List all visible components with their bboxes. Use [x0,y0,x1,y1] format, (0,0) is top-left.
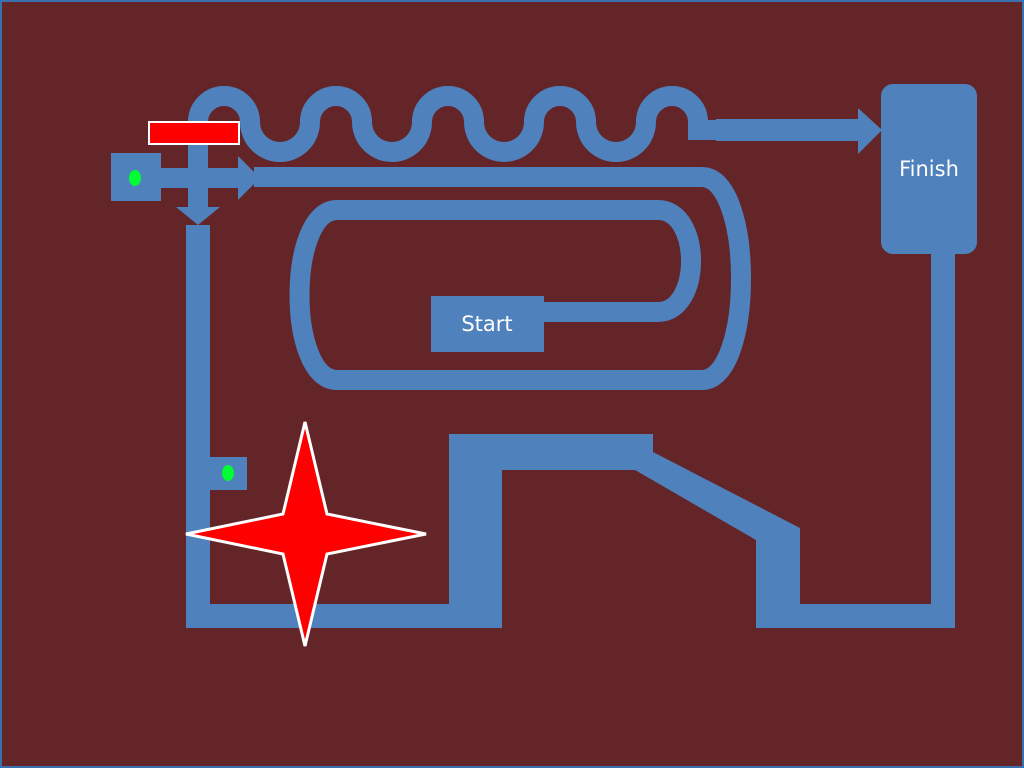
start-box[interactable] [431,296,544,352]
maze-track[interactable] [111,84,977,628]
ramp-track[interactable] [449,434,800,628]
barrier-icon[interactable] [148,121,240,145]
finish-box[interactable] [881,84,977,254]
start-label: Start [461,312,512,336]
serpentine-track[interactable] [188,86,722,162]
right-arrow-icon [157,156,260,200]
down-arrow-icon [176,142,220,225]
inner-loop-track[interactable] [254,167,751,390]
checkpoint-icon[interactable] [222,465,234,481]
finish-label: Finish [899,157,959,181]
finish-arrow-icon [716,108,882,154]
hazard-star-icon[interactable] [185,421,427,647]
right-corridor-track[interactable] [778,247,955,628]
left-corridor-track[interactable] [186,225,500,628]
checkpoint-icon[interactable] [129,170,141,186]
